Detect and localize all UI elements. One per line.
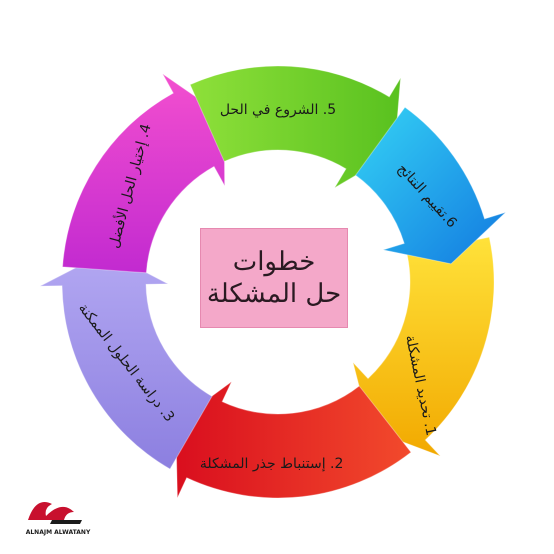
- logo-text: ALNAJM ALWATANY: [26, 529, 91, 536]
- step-label-5: 5. الشروع في الحل: [220, 102, 336, 118]
- center-title-line2: حل المشكلة: [206, 279, 342, 309]
- cycle-arrow-step-5: [189, 65, 402, 189]
- center-title-line1: خطوات: [232, 246, 316, 277]
- cycle-arrow-step-6: [354, 106, 506, 265]
- cycle-arrow-step-3: [39, 251, 213, 470]
- center-title-box: خطوات حل المشكلة: [200, 228, 348, 328]
- step-label-2: 2. إستنباط جذر المشكلة: [200, 456, 344, 472]
- brand-logo: ALNAJM ALWATANY: [26, 502, 91, 536]
- logo-bar-icon: [50, 520, 82, 524]
- cycle-arrow-step-1: [352, 236, 495, 457]
- cycle-arrow-step-4: [61, 73, 226, 274]
- cycle-arrow-step-2: [175, 381, 412, 499]
- logo-mark-icon: [28, 502, 74, 520]
